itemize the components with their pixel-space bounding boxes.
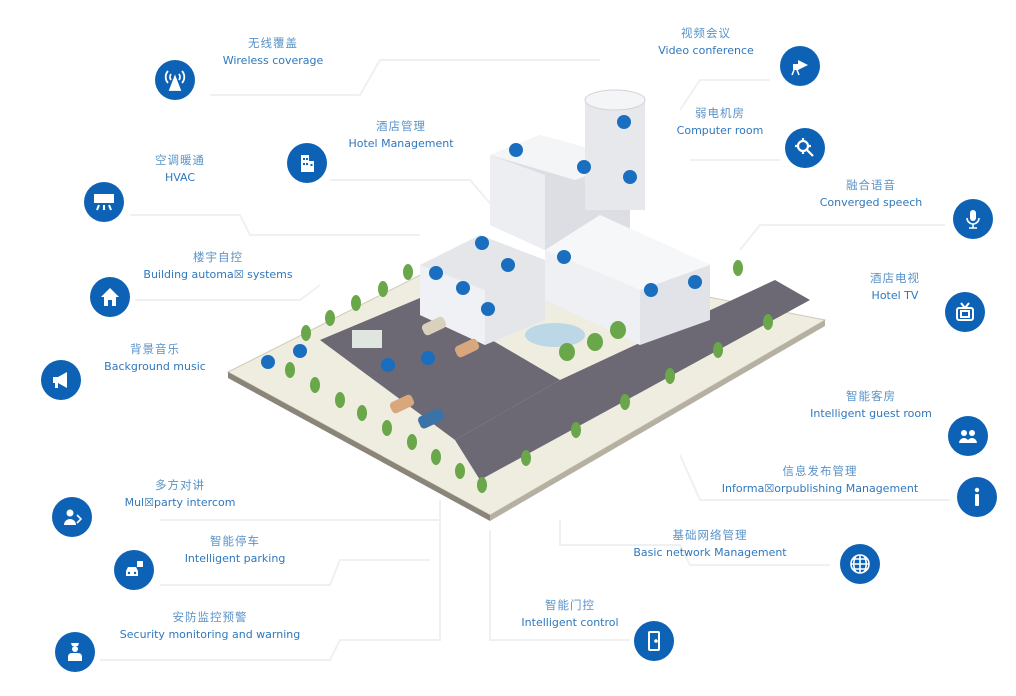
intercom-icon bbox=[52, 497, 92, 537]
connector-lines bbox=[100, 59, 950, 661]
microphone-icon bbox=[953, 199, 993, 239]
security-guard-icon bbox=[55, 632, 95, 672]
tv-icon bbox=[945, 292, 985, 332]
feature-title-en: Wireless coverage bbox=[222, 54, 324, 67]
feature-title-zh: 弱电机房 bbox=[694, 106, 745, 120]
info-icon bbox=[957, 477, 997, 517]
megaphone-icon bbox=[41, 360, 81, 400]
feature-title-zh: 智能门控 bbox=[544, 598, 595, 612]
video-camera-icon bbox=[780, 46, 820, 86]
trees bbox=[285, 260, 773, 493]
feature-title-en: Informa☒orpublishing Management bbox=[721, 482, 919, 495]
feature-title-en: Converged speech bbox=[819, 196, 923, 209]
feature-title-en: Hotel TV bbox=[871, 289, 919, 302]
feature-title-zh: 酒店电视 bbox=[870, 271, 920, 285]
feature-title-en: Video conference bbox=[658, 44, 754, 57]
feature-title-zh: 安防监控预警 bbox=[172, 610, 248, 624]
feature-title-zh: 酒店管理 bbox=[375, 119, 426, 133]
road bbox=[455, 280, 810, 480]
house-icon bbox=[90, 277, 130, 317]
feature-title-zh: 多方对讲 bbox=[154, 478, 205, 492]
door-icon bbox=[634, 621, 674, 661]
gear-wrench-icon bbox=[785, 128, 825, 168]
feature-title-en: Intelligent parking bbox=[184, 552, 286, 565]
feature-title-zh: 空调暖通 bbox=[155, 153, 205, 167]
feature-title-en: Security monitoring and warning bbox=[119, 628, 301, 641]
feature-title-en: HVAC bbox=[164, 171, 196, 184]
feature-title-zh: 融合语音 bbox=[846, 178, 896, 192]
car-parking-icon bbox=[114, 550, 154, 590]
building-icon bbox=[287, 143, 327, 183]
feature-title-zh: 智能停车 bbox=[210, 534, 260, 548]
feature-title-zh: 智能客房 bbox=[846, 389, 896, 403]
feature-title-en: Intelligent guest room bbox=[810, 407, 932, 420]
feature-title-en: Computer room bbox=[676, 124, 764, 137]
location-pins bbox=[261, 115, 702, 372]
feature-title-en: Building automa☒ systems bbox=[143, 268, 293, 281]
feature-title-zh: 背景音乐 bbox=[130, 342, 180, 356]
feature-title-zh: 基础网络管理 bbox=[672, 528, 748, 542]
feature-title-en: Intelligent control bbox=[521, 616, 619, 629]
feature-title-zh: 信息发布管理 bbox=[782, 464, 858, 478]
feature-title-zh: 楼宇自控 bbox=[193, 250, 243, 264]
feature-title-zh: 视频会议 bbox=[680, 26, 731, 40]
feature-title-zh: 无线覆盖 bbox=[248, 36, 298, 50]
air-conditioner-icon bbox=[84, 182, 124, 222]
globe-network-icon bbox=[840, 544, 880, 584]
wifi-antenna-icon bbox=[155, 60, 195, 100]
feature-title-en: Background music bbox=[104, 360, 206, 373]
hotel-buildings bbox=[420, 89, 710, 345]
feature-title-en: Hotel Management bbox=[348, 137, 454, 150]
feature-title-en: Basic network Management bbox=[633, 546, 787, 559]
guests-icon bbox=[948, 416, 988, 456]
feature-title-en: Mul☒party intercom bbox=[124, 496, 236, 509]
